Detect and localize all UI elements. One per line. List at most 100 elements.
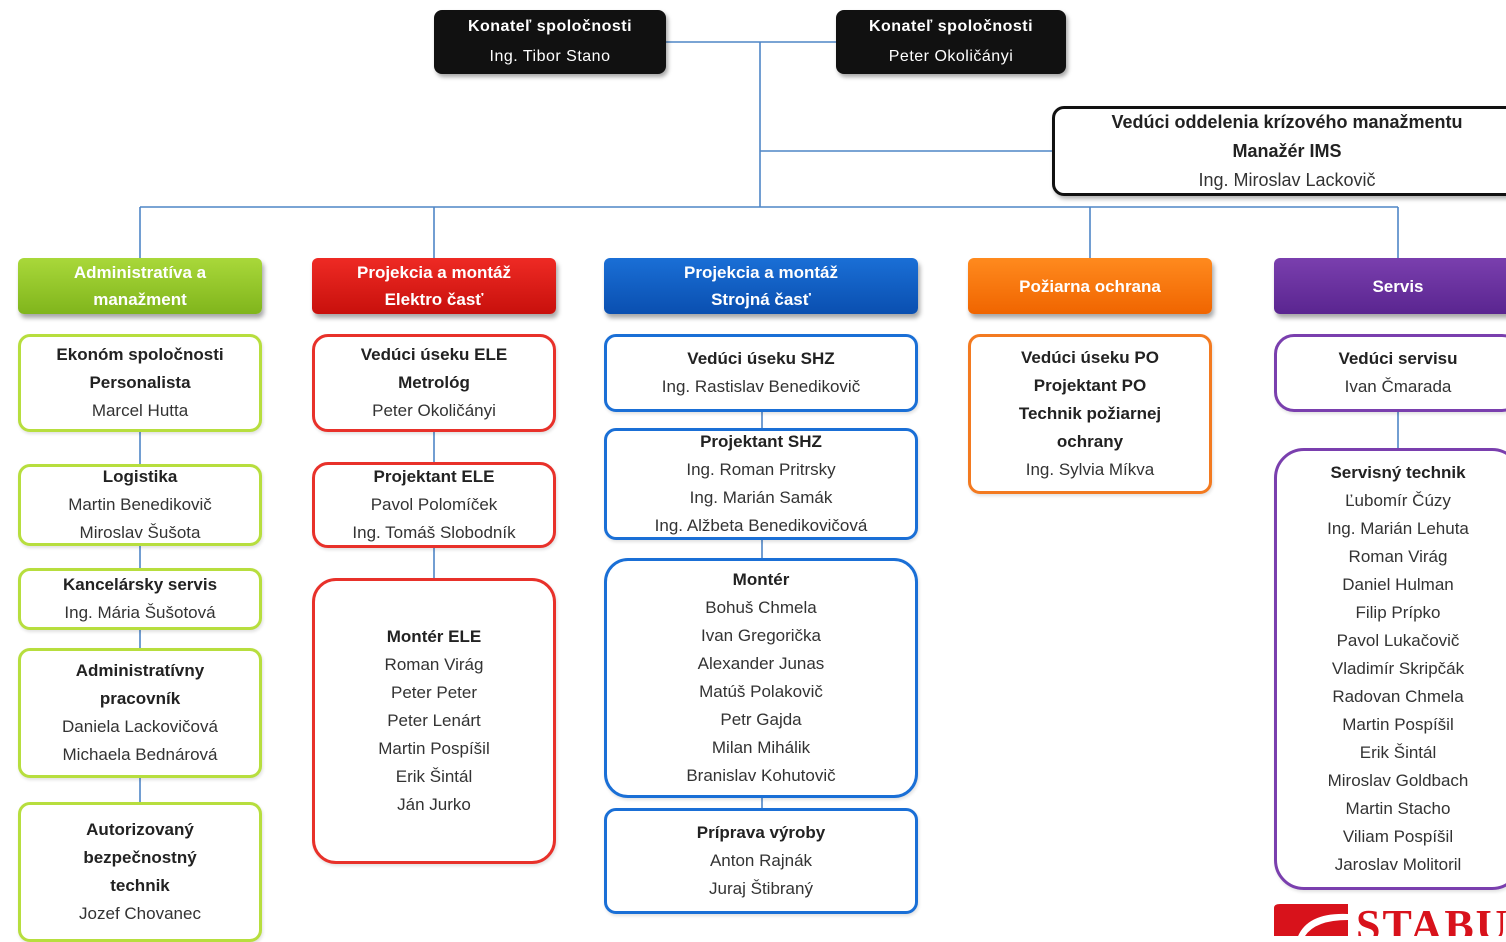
executive-title: Konateľ spoločnosti	[868, 18, 1034, 35]
person-name: Filip Prípko	[1355, 603, 1441, 622]
person-name: Erik Šintál	[1359, 743, 1437, 762]
dept-header-fire: Požiarna ochrana	[968, 258, 1212, 314]
role-title: Vedúci servisu	[1338, 349, 1458, 368]
person-name: Petr Gajda	[720, 710, 802, 729]
executive-name: Ing. Tibor Stano	[489, 48, 611, 65]
person-name: Michaela Bednárová	[62, 745, 218, 764]
dept-header-line: Elektro časť	[384, 290, 484, 309]
person-name: Ing. Sylvia Míkva	[1025, 460, 1155, 479]
role-title: Montér ELE	[386, 627, 482, 646]
dept-header-line: Projekcia a montáž	[683, 263, 838, 282]
role-title: technik	[110, 876, 170, 895]
dept-header-line: manažment	[93, 290, 187, 309]
person-name: Daniel Hulman	[1342, 575, 1454, 594]
person-name: Roman Virág	[384, 655, 484, 674]
role-title: Vedúci úseku PO	[1021, 348, 1159, 367]
person-name: Radovan Chmela	[1332, 687, 1464, 706]
crisis-management-box: Vedúci oddelenia krízového manažmentu Ma…	[1052, 106, 1506, 196]
person-name: Ing. Rastislav Benedikovič	[661, 377, 861, 396]
logo-text: STABU	[1356, 902, 1506, 937]
person-name: Ing. Alžbeta Benedikovičová	[654, 516, 868, 535]
person-name: Martin Benedikovič	[68, 495, 212, 514]
executive-box-2: Konateľ spoločnosti Peter Okoličányi	[836, 10, 1066, 74]
person-name: Branislav Kohutovič	[686, 766, 836, 785]
role-title: Ekonóm spoločnosti	[56, 345, 224, 364]
person-name: Roman Virág	[1348, 547, 1448, 566]
person-name: Peter Lenárt	[387, 711, 481, 730]
crisis-role: Manažér IMS	[1232, 140, 1342, 161]
person-name: Ing. Marián Samák	[689, 488, 833, 507]
role-title: Kancelársky servis	[62, 575, 218, 594]
role-title: Logistika	[102, 467, 178, 486]
role-box-fire-head: Vedúci úseku PO Projektant PO Technik po…	[968, 334, 1212, 494]
person-name: Pavol Polomíček	[370, 495, 498, 514]
dept-header-line: Administratíva a	[73, 263, 207, 282]
person-name: Milan Mihálik	[711, 738, 811, 757]
dept-header-electro: Projekcia a montáž Elektro časť	[312, 258, 556, 314]
person-name: Erik Šintál	[395, 767, 473, 786]
role-box-logistics: Logistika Martin Benedikovič Miroslav Šu…	[18, 464, 262, 546]
dept-header-line: Projekcia a montáž	[356, 263, 511, 282]
role-box-service-head: Vedúci servisu Ivan Čmarada	[1274, 334, 1506, 412]
role-title: Vedúci úseku SHZ	[687, 349, 835, 368]
person-name: Juraj Štibraný	[709, 879, 813, 898]
role-box-production-prep: Príprava výroby Anton Rajnák Juraj Štibr…	[604, 808, 918, 914]
role-box-ele-head: Vedúci úseku ELE Metrológ Peter Okoličán…	[312, 334, 556, 432]
person-name: Ing. Mária Šušotová	[64, 603, 216, 622]
role-title: Vedúci úseku ELE	[360, 345, 508, 364]
role-box-shz-head: Vedúci úseku SHZ Ing. Rastislav Benediko…	[604, 334, 918, 412]
person-name: Peter Peter	[391, 683, 477, 702]
person-name: Ing. Marián Lehuta	[1327, 519, 1469, 538]
person-name: Ivan Čmarada	[1344, 377, 1452, 396]
role-box-service-technician: Servisný technik Ľubomír Čúzy Ing. Mariá…	[1274, 448, 1506, 890]
role-box-shz-designer: Projektant SHZ Ing. Roman Pritrsky Ing. …	[604, 428, 918, 540]
person-name: Peter Okoličányi	[372, 401, 496, 420]
person-name: Marcel Hutta	[91, 401, 189, 420]
person-name: Ing. Roman Pritrsky	[686, 460, 836, 479]
person-name: Pavol Lukačovič	[1336, 631, 1460, 650]
role-box-shz-fitter: Montér Bohuš Chmela Ivan Gregorička Alex…	[604, 558, 918, 798]
person-name: Daniela Lackovičová	[62, 717, 218, 736]
executive-name: Peter Okoličányi	[888, 48, 1014, 65]
person-name: Ivan Gregorička	[701, 626, 821, 645]
person-name: Miroslav Šušota	[79, 523, 201, 542]
logo-swoosh-icon	[1274, 904, 1348, 936]
person-name: Anton Rajnák	[709, 851, 813, 870]
role-title: Personalista	[89, 373, 191, 392]
person-name: Ľubomír Čúzy	[1345, 491, 1451, 510]
person-name: Alexander Junas	[697, 654, 825, 673]
dept-header-line: Strojná časť	[711, 290, 811, 309]
role-title: Metrológ	[398, 373, 470, 392]
role-title: Servisný technik	[1330, 463, 1466, 482]
person-name: Martin Pospíšil	[1342, 715, 1454, 734]
role-title: ochrany	[1056, 432, 1124, 451]
company-logo: STABU	[1274, 902, 1506, 936]
dept-header-line: Servis	[1372, 276, 1424, 296]
dept-header-admin: Administratíva a manažment	[18, 258, 262, 314]
role-box-admin-worker: Administratívny pracovník Daniela Lackov…	[18, 648, 262, 778]
role-title: Príprava výroby	[696, 823, 826, 842]
person-name: Martin Stacho	[1345, 799, 1451, 818]
role-box-safety-technician: Autorizovaný bezpečnostný technik Jozef …	[18, 802, 262, 942]
person-name: Ing. Tomáš Slobodník	[352, 523, 516, 542]
person-name: Viliam Pospíšil	[1342, 827, 1454, 846]
role-title: Administratívny	[75, 661, 205, 680]
person-name: Martin Pospíšil	[378, 739, 490, 758]
role-box-ele-fitter: Montér ELE Roman Virág Peter Peter Peter…	[312, 578, 556, 864]
person-name: Jozef Chovanec	[79, 904, 201, 923]
crisis-name: Ing. Miroslav Lackovič	[1198, 169, 1376, 190]
role-box-office: Kancelársky servis Ing. Mária Šušotová	[18, 568, 262, 630]
person-name: Ján Jurko	[397, 795, 471, 814]
role-title: Technik požiarnej	[1018, 404, 1162, 423]
person-name: Matúš Polakovič	[699, 682, 823, 701]
person-name: Vladimír Skripčák	[1331, 659, 1465, 678]
role-title: Projektant SHZ	[700, 432, 822, 451]
executive-title: Konateľ spoločnosti	[467, 18, 633, 35]
role-title: Projektant ELE	[373, 467, 495, 486]
person-name: Miroslav Goldbach	[1327, 771, 1469, 790]
dept-header-mechanical: Projekcia a montáž Strojná časť	[604, 258, 918, 314]
role-title: pracovník	[99, 689, 181, 708]
role-box-economist: Ekonóm spoločnosti Personalista Marcel H…	[18, 334, 262, 432]
crisis-title: Vedúci oddelenia krízového manažmentu	[1111, 111, 1463, 132]
